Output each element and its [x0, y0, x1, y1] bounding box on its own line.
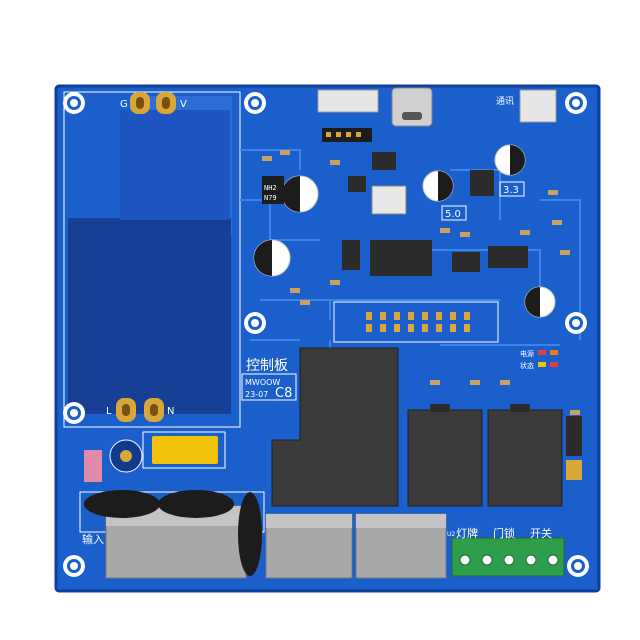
terminal-label-door: 门锁 [493, 526, 515, 540]
pink-block [84, 450, 102, 482]
led-power [538, 350, 546, 355]
led-power-2 [550, 350, 558, 355]
relay-icon [271, 347, 399, 507]
chip-icon [371, 185, 407, 215]
terminal-label-switch: 开关 [530, 526, 552, 540]
pad-n-label: N [167, 406, 174, 417]
board-brand: MWOOW [245, 378, 280, 387]
capacitor-icon [253, 239, 291, 277]
output-connector-2-top [356, 514, 446, 528]
voltage-5v0: 5.0 [445, 209, 461, 220]
inductor-label-nh2: NH2 [264, 184, 277, 192]
mounting-hole-icon [63, 555, 85, 577]
board-id-outline [241, 373, 297, 401]
pin-header [366, 312, 470, 332]
relay-icon [487, 409, 563, 507]
top-pin-header-pins [326, 132, 361, 137]
board-date: 23-07 [245, 390, 268, 399]
output-connector-1-top [266, 514, 352, 528]
led-label-power: 电源 [520, 349, 534, 358]
v50-box [441, 205, 467, 221]
black-wires [84, 490, 262, 576]
pad-v-label: V [180, 99, 187, 110]
relay-icon [407, 409, 483, 507]
side-component [566, 416, 582, 456]
led-status [538, 362, 546, 367]
usb-c-port [402, 112, 422, 120]
terminal-label-light: 灯牌 [456, 526, 478, 540]
chip-icon [342, 240, 360, 270]
pad-l-label: L [106, 406, 112, 417]
board-model: C8 [275, 386, 292, 401]
mounting-hole-icon [63, 92, 85, 114]
capacitor-icon [494, 144, 526, 176]
capacitor-yellow-outline [142, 431, 226, 469]
power-copper-pour [68, 218, 231, 414]
chip-icon [488, 246, 528, 268]
mounting-hole-icon [565, 92, 587, 114]
board-title: 控制板 [246, 358, 288, 374]
mounting-hole-icon [567, 555, 589, 577]
mounting-hole-icon [244, 92, 266, 114]
chip-icon [470, 170, 494, 196]
mounting-hole-icon [63, 402, 85, 424]
fuse-holder [109, 439, 143, 473]
pad-v [156, 92, 176, 114]
relay-tab [510, 404, 530, 412]
chip-icon [348, 176, 366, 192]
pad-n [144, 398, 164, 422]
u2-label: U2 [447, 531, 455, 538]
pad-g [130, 92, 150, 114]
capacitor-icon [422, 170, 454, 202]
top-jst-connector [317, 89, 379, 113]
chip-icon [372, 152, 396, 170]
pad-g-label: G [120, 99, 128, 110]
pad-l [116, 398, 136, 422]
voltage-3v3: 3.3 [503, 185, 519, 196]
led-status-2 [550, 362, 558, 367]
capacitor-icon [281, 175, 319, 213]
inductor [262, 176, 284, 204]
mounting-hole-icon [565, 312, 587, 334]
capacitor-yellow [152, 436, 218, 464]
chip-icon [452, 252, 480, 272]
mounting-hole-icon [244, 312, 266, 334]
terminal-screws [459, 554, 559, 566]
v33-box [499, 181, 525, 197]
power-copper-pour-top [120, 110, 230, 220]
comm-connector [519, 89, 557, 123]
capacitor-icon [524, 286, 556, 318]
pin-header-outline [333, 301, 499, 343]
power-section-outline [63, 91, 241, 428]
input-label: 输入 [82, 532, 104, 546]
relay-tab [430, 404, 450, 412]
usb-c-icon [391, 87, 433, 127]
side-component [566, 460, 582, 480]
comm-label: 通讯 [496, 96, 514, 107]
led-label-status: 状态 [520, 361, 534, 370]
inductor-label-n79: N79 [264, 194, 277, 202]
chip-icon [370, 240, 432, 276]
